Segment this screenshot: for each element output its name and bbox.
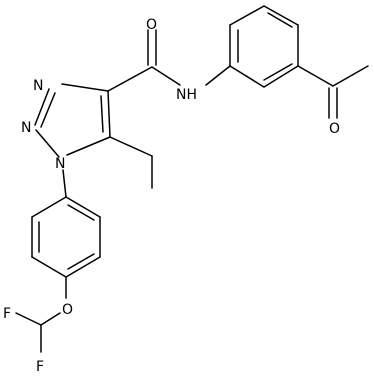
bond-ar2-6 bbox=[229, 65, 265, 88]
bond-ethyl-1 bbox=[109, 136, 153, 157]
bonds bbox=[15, 5, 369, 353]
bond-n-n-lower bbox=[35, 129, 60, 158]
atom-n-mid: N bbox=[21, 120, 31, 136]
bond-ar1-inner-2 bbox=[67, 253, 95, 270]
bond-c4-carbonyl bbox=[107, 66, 153, 92]
atom-f-top: F bbox=[3, 306, 11, 322]
bond-ar1-1 bbox=[65, 196, 101, 218]
bond-n-c5 bbox=[66, 136, 111, 156]
bond-acetyl-me bbox=[332, 65, 369, 87]
bond-c4-n3 bbox=[61, 83, 109, 92]
bond-ar1-6 bbox=[31, 196, 67, 218]
bond-chf2-f-top bbox=[15, 312, 42, 326]
bond-n-n-top-double-b bbox=[40, 92, 56, 128]
bond-ar1-4 bbox=[31, 256, 67, 278]
bond-ar2-inner-2 bbox=[267, 12, 293, 28]
bond-c5-c4-double-a bbox=[107, 90, 111, 138]
bond-ar1-inner-1 bbox=[67, 204, 95, 221]
bond-c5-c4-double-b bbox=[100, 95, 104, 133]
bond-ar2-inner-3 bbox=[263, 63, 293, 81]
bond-ar1-3 bbox=[65, 256, 101, 278]
atom-n-top: N bbox=[33, 78, 43, 94]
bond-n1-aryl bbox=[62, 169, 67, 198]
atom-o-ether: O bbox=[62, 302, 73, 318]
atom-nh-amide: NH bbox=[176, 87, 197, 103]
atom-o-ketone: O bbox=[329, 121, 340, 137]
bond-carbonyl-nh bbox=[151, 66, 181, 86]
atom-o-amide: O bbox=[146, 17, 157, 33]
bond-n-n-top-double-a bbox=[34, 88, 50, 126]
atom-labels: N N N O NH O O F F bbox=[3, 17, 340, 375]
bond-acetyl-c bbox=[297, 65, 334, 87]
bond-ar2-2 bbox=[229, 5, 265, 26]
bond-nh-aryl bbox=[205, 65, 231, 86]
bond-ar2-5 bbox=[263, 65, 299, 88]
bond-ar2-3 bbox=[263, 5, 299, 26]
atom-f-bottom: F bbox=[36, 359, 44, 375]
atom-n-ring: N bbox=[55, 156, 65, 172]
bond-o-chf2 bbox=[40, 312, 61, 326]
